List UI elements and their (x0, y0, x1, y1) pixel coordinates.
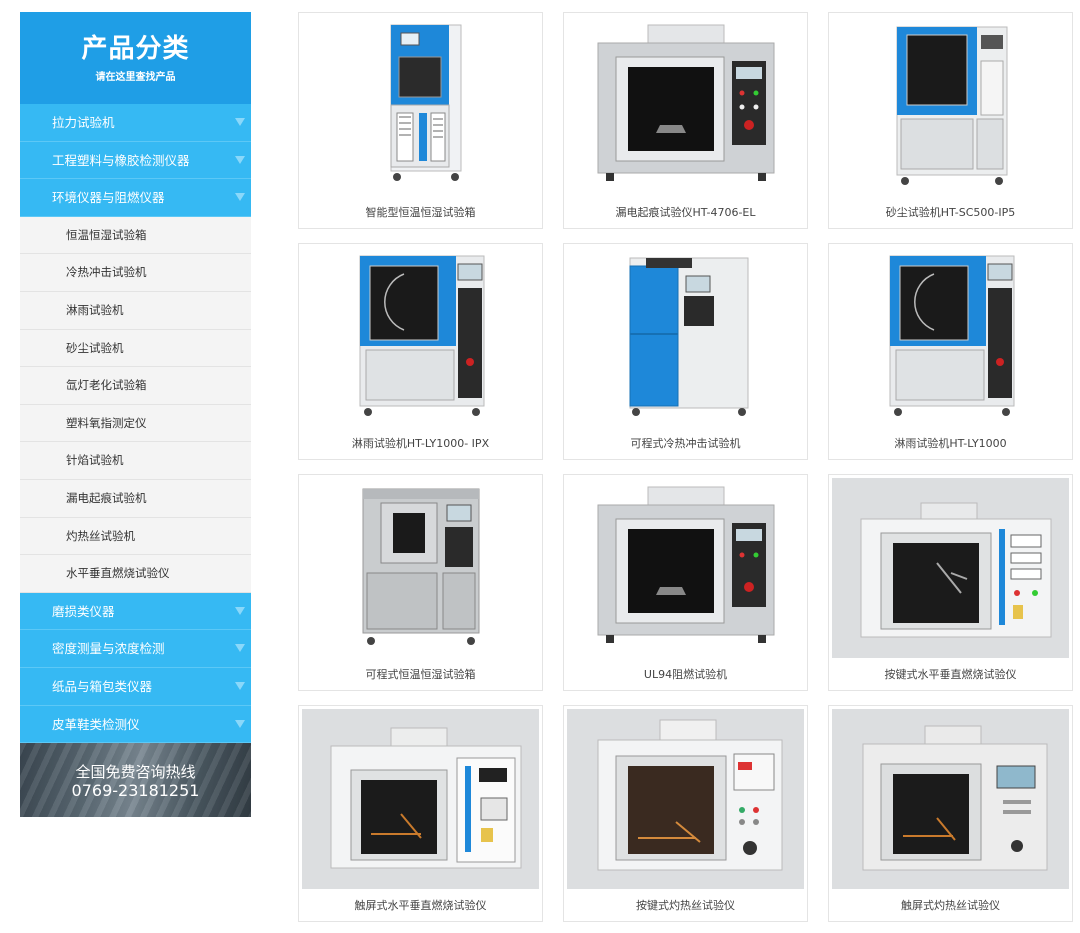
subcategory-item[interactable]: 恒温恒湿试验箱 (20, 216, 251, 255)
product-image (567, 247, 804, 427)
caret-down-icon (235, 155, 245, 164)
sidebar-subtitle: 请在这里查找产品 (95, 72, 176, 83)
product-image (567, 478, 804, 658)
sidebar-header: 产品分类 请在这里查找产品 (20, 12, 251, 104)
product-card[interactable]: UL94阻燃试验机 (563, 474, 808, 691)
product-image (302, 478, 539, 658)
product-card[interactable]: 漏电起痕试验仪HT-4706-EL (563, 12, 808, 229)
category-environment-flame[interactable]: 环境仪器与阻燃仪器 (20, 179, 251, 217)
caret-down-icon (235, 193, 245, 202)
product-card[interactable]: 可程式冷热冲击试验机 (563, 243, 808, 460)
category-label: 皮革鞋类检测仪 (52, 716, 140, 732)
product-caption[interactable]: 砂尘试验机HT-SC500-IP5 (885, 206, 1016, 219)
product-category-sidebar: 产品分类 请在这里查找产品 拉力试验机 工程塑料与橡胶检测仪器 环境仪器与阻燃仪… (20, 12, 251, 818)
product-caption[interactable]: 可程式冷热冲击试验机 (630, 437, 741, 450)
subcategory-item[interactable]: 塑料氧指测定仪 (20, 404, 251, 443)
subcategory-item[interactable]: 灼热丝试验机 (20, 517, 251, 556)
product-caption[interactable]: UL94阻燃试验机 (643, 668, 728, 681)
hotline-banner: 全国免费咨询热线 0769-23181251 (20, 743, 251, 818)
caret-down-icon (235, 644, 245, 653)
product-caption[interactable]: 淋雨试验机HT-LY1000 (894, 437, 1007, 450)
product-card[interactable]: 淋雨试验机HT-LY1000- IPX (298, 243, 543, 460)
hotline-label: 全国免费咨询热线 (75, 763, 196, 782)
hotline-number: 0769-23181251 (71, 781, 200, 801)
category-label: 工程塑料与橡胶检测仪器 (52, 152, 190, 168)
product-card[interactable]: 淋雨试验机HT-LY1000 (828, 243, 1073, 460)
product-card[interactable]: 智能型恒温恒湿试验箱 (298, 12, 543, 229)
category-leather-shoes[interactable]: 皮革鞋类检测仪 (20, 705, 251, 744)
category-plastics-rubber[interactable]: 工程塑料与橡胶检测仪器 (20, 141, 251, 180)
caret-down-icon (235, 719, 245, 728)
product-image (832, 247, 1069, 427)
category-density-concentration[interactable]: 密度测量与浓度检测 (20, 630, 251, 668)
caret-down-icon (235, 118, 245, 126)
category-label: 环境仪器与阻燃仪器 (52, 190, 165, 206)
product-image (832, 709, 1069, 889)
product-caption[interactable]: 触屏式灼热丝试验仪 (901, 899, 1000, 912)
product-card[interactable]: 按键式水平垂直燃烧试验仪 (828, 474, 1073, 691)
subcategory-item[interactable]: 氙灯老化试验箱 (20, 367, 251, 405)
subcategory-item[interactable]: 漏电起痕试验机 (20, 479, 251, 518)
product-image (302, 709, 539, 889)
product-caption[interactable]: 漏电起痕试验仪HT-4706-EL (615, 206, 756, 219)
category-label: 纸品与箱包类仪器 (52, 678, 153, 694)
product-caption[interactable]: 触屏式水平垂直燃烧试验仪 (354, 899, 487, 912)
product-image (567, 709, 804, 889)
product-caption[interactable]: 可程式恒温恒湿试验箱 (365, 668, 476, 681)
category-label: 磨损类仪器 (52, 603, 115, 619)
subcategory-item[interactable]: 淋雨试验机 (20, 291, 251, 330)
product-card[interactable]: 砂尘试验机HT-SC500-IP5 (828, 12, 1073, 229)
sidebar-title: 产品分类 (81, 34, 190, 64)
subcategory-item[interactable]: 水平垂直燃烧试验仪 (20, 555, 251, 593)
category-paper-luggage[interactable]: 纸品与箱包类仪器 (20, 667, 251, 706)
product-caption[interactable]: 淋雨试验机HT-LY1000- IPX (351, 437, 490, 450)
category-tensile-testers[interactable]: 拉力试验机 (20, 104, 251, 142)
product-caption[interactable]: 按键式灼热丝试验仪 (636, 899, 735, 912)
category-label: 拉力试验机 (52, 115, 115, 130)
product-image (302, 16, 539, 196)
subcategory-item[interactable]: 针焰试验机 (20, 442, 251, 480)
product-card[interactable]: 触屏式灼热丝试验仪 (828, 705, 1073, 922)
category-label: 密度测量与浓度检测 (52, 641, 165, 657)
product-card[interactable]: 可程式恒温恒湿试验箱 (298, 474, 543, 691)
subcategory-item[interactable]: 砂尘试验机 (20, 329, 251, 368)
product-image (567, 16, 804, 196)
product-image (302, 247, 539, 427)
product-caption[interactable]: 按键式水平垂直燃烧试验仪 (884, 668, 1017, 681)
product-image (832, 478, 1069, 658)
product-card[interactable]: 按键式灼热丝试验仪 (563, 705, 808, 922)
category-wear-testers[interactable]: 磨损类仪器 (20, 592, 251, 631)
caret-down-icon (235, 681, 245, 690)
caret-down-icon (235, 606, 245, 615)
product-card[interactable]: 触屏式水平垂直燃烧试验仪 (298, 705, 543, 922)
subcategory-item[interactable]: 冷热冲击试验机 (20, 254, 251, 292)
product-caption[interactable]: 智能型恒温恒湿试验箱 (365, 206, 476, 219)
product-image (832, 16, 1069, 196)
